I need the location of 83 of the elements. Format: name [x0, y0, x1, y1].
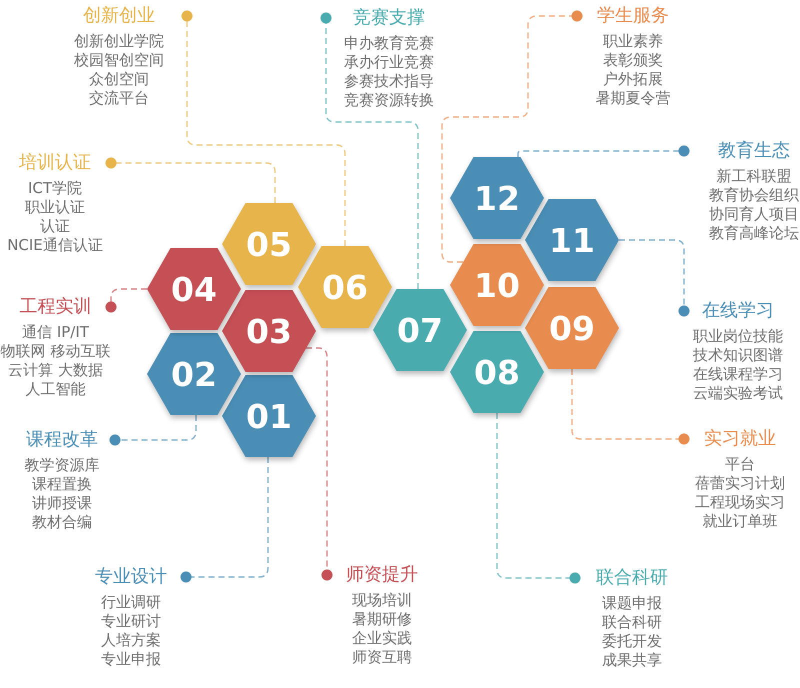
number-hexagon: 01 — [222, 375, 316, 457]
number-hexagon: 04 — [147, 248, 241, 330]
number-hexagon: 10 — [450, 244, 544, 326]
list-item: 职业岗位技能 — [693, 327, 783, 346]
list-item: 师资互聘 — [352, 648, 412, 667]
leader-line — [306, 347, 332, 580]
leader-line — [106, 288, 147, 312]
list-item: 课程置换 — [32, 475, 92, 494]
list-item: 人培方案 — [101, 631, 161, 650]
topic-title: 课程改革 — [26, 428, 98, 452]
topic-title: 联合科研 — [596, 566, 668, 590]
list-item: 现场培训 — [352, 591, 412, 610]
number-hexagon: 02 — [147, 333, 241, 415]
topic-title: 创新创业 — [83, 4, 155, 28]
list-item: ICT学院 — [28, 179, 82, 198]
number-hexagon: 11 — [525, 199, 619, 281]
list-item: 云端实验考试 — [693, 384, 783, 403]
topic-title: 学生服务 — [597, 4, 669, 28]
leader-line — [441, 10, 582, 263]
list-item: 在线课程学习 — [693, 365, 783, 384]
number-hexagon: 06 — [298, 246, 392, 328]
list-item: 交流平台 — [89, 89, 149, 108]
list-item: 教育协会组织 — [709, 186, 799, 205]
list-item: 委托开发 — [602, 632, 662, 651]
list-item: 承办行业竞赛 — [344, 53, 434, 72]
list-item: 成果共享 — [602, 651, 662, 670]
number-hexagon: 05 — [222, 203, 316, 285]
list-item: 企业实践 — [352, 629, 412, 648]
number-hexagon: 12 — [450, 157, 544, 239]
leader-line — [182, 10, 346, 246]
list-item: 教材合编 — [32, 513, 92, 532]
list-item: 校园智创空间 — [74, 51, 164, 70]
leader-line — [571, 369, 690, 444]
list-item: 联合科研 — [602, 613, 662, 632]
leader-line — [496, 413, 580, 584]
topic-title: 培训认证 — [19, 151, 91, 175]
list-item: 行业调研 — [101, 593, 161, 612]
list-item: 教学资源库 — [24, 456, 100, 475]
list-item: 技术知识图谱 — [693, 346, 783, 365]
topic-title: 师资提升 — [346, 563, 418, 587]
list-item: 专业研讨 — [101, 612, 161, 631]
leader-line — [619, 239, 690, 316]
topic-title: 在线学习 — [702, 299, 774, 323]
topic-title: 竞赛支撑 — [353, 6, 425, 30]
leader-line — [180, 457, 269, 582]
list-item: 专业申报 — [101, 650, 161, 669]
list-item: 暑期夏令营 — [596, 89, 670, 108]
list-item: 云计算 大数据 — [8, 361, 103, 380]
list-item: 就业订单班 — [702, 512, 778, 531]
list-item: 工程现场实习 — [695, 493, 785, 512]
list-item: 人工智能 — [26, 380, 86, 399]
list-item: 蓓蕾实习计划 — [695, 474, 785, 493]
list-item: 职业认证 — [25, 198, 85, 217]
list-item: 暑期研修 — [352, 610, 412, 629]
number-hexagon: 08 — [450, 331, 544, 413]
list-item: 竞赛资源转换 — [344, 91, 434, 110]
topic-title: 实习就业 — [704, 427, 776, 451]
list-item: 新工科联盟 — [716, 167, 792, 186]
leader-line — [320, 12, 419, 289]
list-item: 课题申报 — [602, 594, 662, 613]
list-item: 讲师授课 — [32, 494, 92, 513]
number-hexagon: 03 — [222, 290, 316, 372]
list-item: 职业素养 — [603, 32, 663, 51]
topic-title: 教育生态 — [718, 139, 790, 163]
list-item: 众创空间 — [89, 70, 149, 89]
list-item: 通信 IP/IT — [22, 323, 89, 342]
list-item: 教育高峰论坛 — [709, 224, 799, 243]
topic-title: 工程实训 — [20, 295, 92, 319]
list-item: 平台 — [725, 455, 755, 474]
list-item: 户外拓展 — [603, 70, 663, 89]
leader-line — [106, 158, 276, 203]
list-item: 物联网 移动互联 — [0, 342, 110, 361]
list-item: 协同育人项目 — [709, 205, 799, 224]
list-item: NCIE通信认证 — [7, 236, 103, 255]
list-item: 认证 — [40, 217, 70, 236]
topic-title: 专业设计 — [95, 565, 167, 589]
list-item: 申办教育竞赛 — [344, 34, 434, 53]
number-hexagon: 09 — [525, 287, 619, 369]
number-hexagon: 07 — [373, 289, 467, 371]
list-item: 参赛技术指导 — [344, 72, 434, 91]
leader-line — [110, 415, 197, 446]
list-item: 表彰颁奖 — [603, 51, 663, 70]
list-item: 创新创业学院 — [74, 32, 164, 51]
